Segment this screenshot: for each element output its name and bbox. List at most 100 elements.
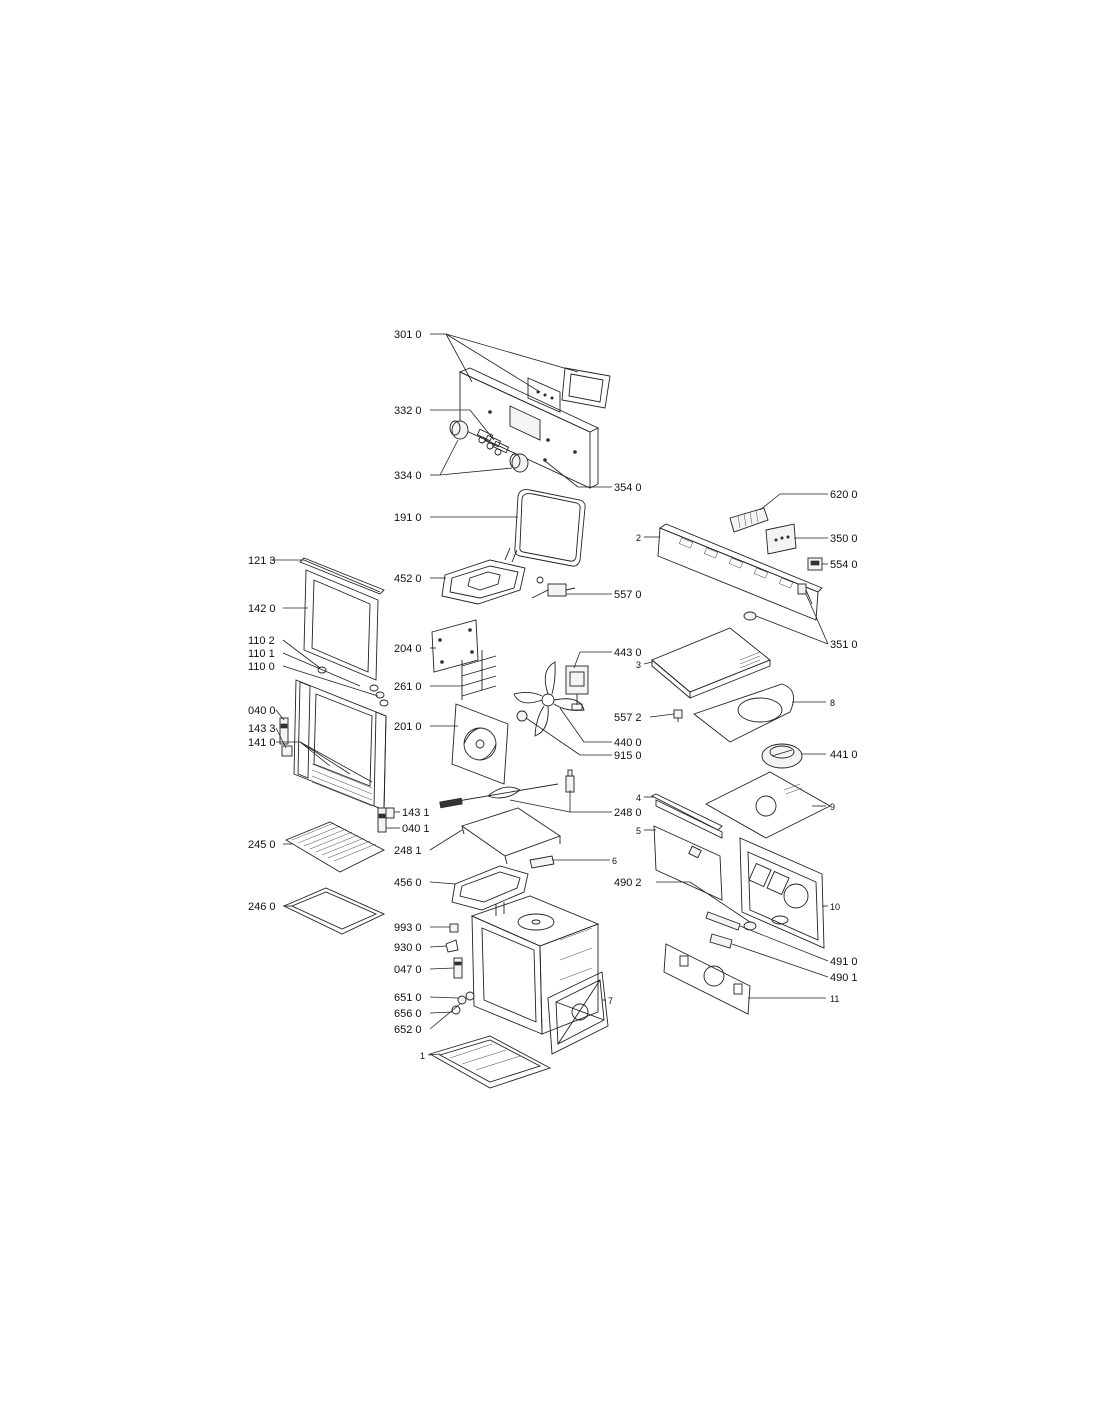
- label-5: 5: [636, 826, 641, 836]
- label-248-1: 248 1: [394, 845, 422, 857]
- switch-047: [453, 957, 463, 979]
- label-351-0: 351 0: [830, 639, 858, 651]
- fan-duct-8: [693, 683, 795, 743]
- label-121-3: 121 3: [248, 555, 276, 567]
- label-8: 8: [830, 698, 835, 708]
- back-panel-204: [431, 619, 479, 673]
- strip-4: [651, 793, 723, 839]
- top-cover-3: [651, 627, 771, 699]
- fan-cover-201: [451, 703, 509, 785]
- label-248-0: 248 0: [614, 807, 642, 819]
- oven-cavity: [470, 895, 600, 1035]
- clip-930: [445, 939, 459, 953]
- label-3: 3: [636, 660, 641, 670]
- label-204-0: 204 0: [394, 643, 422, 655]
- back-panel-10: [739, 837, 825, 949]
- label-9: 9: [830, 802, 835, 812]
- label-246-0: 246 0: [248, 901, 276, 913]
- door-gasket: [514, 489, 586, 567]
- label-456-0: 456 0: [394, 877, 422, 889]
- label-245-0: 245 0: [248, 839, 276, 851]
- door-inner-frame: [293, 679, 387, 811]
- label-4: 4: [636, 793, 641, 803]
- label-557-2: 557 2: [614, 712, 642, 724]
- label-110-2: 110 2: [248, 635, 275, 647]
- label-143-3: 143 3: [248, 723, 276, 735]
- label-201-0: 201 0: [394, 721, 422, 733]
- label-620-0: 620 0: [830, 489, 858, 501]
- label-142-0: 142 0: [248, 603, 276, 615]
- label-491-0: 491 0: [830, 956, 858, 968]
- label-10: 10: [830, 902, 840, 912]
- label-1: 1: [420, 1051, 425, 1061]
- label-110-1: 110 1: [248, 648, 275, 660]
- lamp-socket: [743, 921, 757, 931]
- display-board: [527, 377, 561, 413]
- leader-lines: [270, 333, 829, 1056]
- shelf-supports: [461, 650, 497, 700]
- wire-shelf: [284, 821, 385, 873]
- label-047-0: 047 0: [394, 964, 422, 976]
- knob-shafts: [476, 428, 510, 456]
- hinge-block: [281, 745, 293, 757]
- display-frame: [561, 367, 611, 409]
- fan-blade: [513, 661, 585, 737]
- label-261-0: 261 0: [394, 681, 422, 693]
- rear-plate-9: [705, 771, 831, 839]
- bracket-6: [529, 855, 555, 869]
- bottom-element: [451, 865, 529, 916]
- lamp-holder-993: [449, 923, 459, 933]
- label-930-0: 930 0: [394, 942, 422, 954]
- door-outer-glass: [303, 569, 379, 681]
- control-panel: [458, 367, 600, 489]
- side-panel-7: [547, 971, 609, 1055]
- timer-module: [765, 523, 797, 555]
- label-440-0: 440 0: [614, 737, 642, 749]
- label-6: 6: [612, 856, 617, 866]
- relay: [807, 557, 823, 571]
- label-2: 2: [636, 533, 641, 543]
- label-651-0: 651 0: [394, 992, 422, 1004]
- label-040-0: 040 0: [248, 705, 276, 717]
- hinge-lower: [377, 807, 395, 833]
- rear-cover-11: [663, 943, 751, 1015]
- label-490-1: 490 1: [830, 972, 858, 984]
- label-557-0: 557 0: [614, 589, 642, 601]
- label-11: 11: [830, 994, 839, 1004]
- lamp-parts: [451, 991, 475, 1015]
- label-110-0: 110 0: [248, 661, 275, 673]
- knob-upper: [449, 420, 469, 440]
- door-top-trim: [299, 557, 385, 595]
- label-915-0: 915 0: [614, 750, 642, 762]
- label-490-2: 490 2: [614, 877, 642, 889]
- rotisserie-frame: [460, 807, 561, 865]
- terminal-block: [729, 507, 769, 533]
- label-301-0: 301 0: [394, 329, 422, 341]
- connector-strip: [705, 911, 741, 931]
- label-040-1: 040 1: [402, 823, 430, 835]
- knob-lower: [509, 453, 529, 473]
- thermostat: [531, 576, 576, 599]
- label-334-0: 334 0: [394, 470, 422, 482]
- rotisserie-spit: [439, 769, 575, 809]
- label-993-0: 993 0: [394, 922, 422, 934]
- label-7: 7: [608, 996, 613, 1006]
- hinge-upper: [279, 717, 289, 745]
- label-443-0: 443 0: [614, 647, 642, 659]
- label-554-0: 554 0: [830, 559, 858, 571]
- label-141-0: 141 0: [248, 737, 276, 749]
- cooling-fan: [761, 743, 803, 769]
- label-350-0: 350 0: [830, 533, 858, 545]
- selector-switch: [743, 583, 813, 621]
- label-452-0: 452 0: [394, 573, 422, 585]
- grill-element: [441, 547, 526, 605]
- label-441-0: 441 0: [830, 749, 858, 761]
- connector-block: [709, 933, 733, 949]
- thermal-fuse: [673, 709, 683, 722]
- label-354-0: 354 0: [614, 482, 642, 494]
- label-652-0: 652 0: [394, 1024, 422, 1036]
- control-bracket-2: [657, 523, 823, 621]
- label-656-0: 656 0: [394, 1008, 422, 1020]
- fan-spacer: [516, 710, 528, 722]
